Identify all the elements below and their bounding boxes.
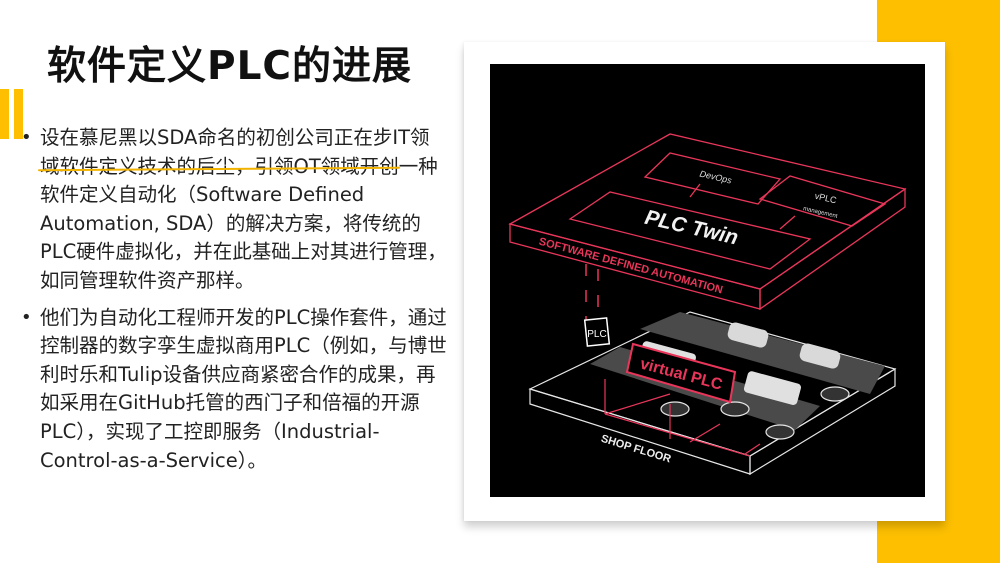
sda-illustration: DevOps vPLC management PLC Twin SOFTWARE… xyxy=(490,64,925,497)
devops-box xyxy=(643,152,782,205)
top-layer xyxy=(508,133,907,311)
conveyor-belt xyxy=(640,312,885,394)
plc-twin-box xyxy=(568,191,812,270)
bullet-item: • 他们为自动化工程师开发的PLC操作套件，通过控制器的数字孪生虚拟商用PLC（… xyxy=(18,304,448,476)
plc-label: PLC xyxy=(587,329,606,340)
car-icon xyxy=(799,343,841,369)
bullet-text: 他们为自动化工程师开发的PLC操作套件，通过控制器的数字孪生虚拟商用PLC（例如… xyxy=(40,305,447,472)
bullet-list: • 设在慕尼黑以SDA命名的初创公司正在步IT领域软件定义技术的后尘，引领OT领… xyxy=(18,124,448,483)
plc-twin-label: PLC Twin xyxy=(643,206,741,250)
slide-title: 软件定义PLC的进展 xyxy=(47,44,413,89)
bullet-text: 设在慕尼黑以SDA命名的初创公司正在步IT领域软件定义技术的后尘，引领OT领域开… xyxy=(40,126,447,292)
car-icon xyxy=(727,322,769,348)
devops-label: DevOps xyxy=(699,169,733,186)
top-layer-label: SOFTWARE DEFINED AUTOMATION xyxy=(538,236,725,297)
vplc-box xyxy=(758,175,887,227)
bullet-item: • 设在慕尼黑以SDA命名的初创公司正在步IT领域软件定义技术的后尘，引领OT领… xyxy=(18,124,448,296)
vplc-sub-label: management xyxy=(802,206,838,220)
connector-line xyxy=(689,183,701,198)
bullet-dot-icon: • xyxy=(21,306,32,328)
truck-icon xyxy=(743,371,801,405)
plc-box xyxy=(583,317,611,347)
connector-line xyxy=(779,215,796,230)
left-accent-bar xyxy=(0,89,9,139)
sda-diagram: DevOps vPLC management PLC Twin SOFTWARE… xyxy=(508,133,907,476)
virtual-plc-box xyxy=(625,342,737,404)
virtual-plc-wireframe xyxy=(604,379,761,457)
top-layer-face xyxy=(508,133,907,290)
vplc-label: vPLC xyxy=(814,191,838,206)
left-accent-bar xyxy=(14,89,23,139)
top-layer-side xyxy=(759,187,906,311)
bullet-dot-icon: • xyxy=(21,127,32,148)
